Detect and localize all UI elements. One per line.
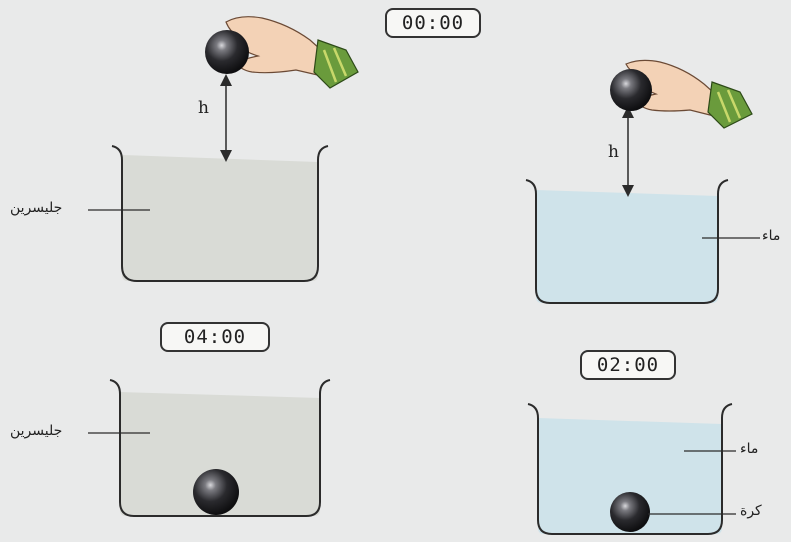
glycerin-label: جليسرين: [10, 200, 62, 216]
water-liquid: [536, 190, 718, 303]
ball-icon: [205, 30, 249, 74]
water-label: ماء: [762, 228, 780, 244]
timer-display: 04:00: [160, 322, 270, 352]
height-label: h: [198, 98, 209, 118]
glycerin-liquid: [122, 155, 318, 281]
water-label: ماء: [740, 441, 758, 457]
timer-display: 02:00: [580, 350, 676, 380]
scene-water-start: [526, 60, 752, 303]
glycerin-label: جليسرين: [10, 423, 62, 439]
ball-icon: [610, 69, 652, 111]
timer-display: 00:00: [385, 8, 481, 38]
height-label: h: [608, 142, 619, 162]
ball-icon: [193, 469, 239, 515]
scene-glycerin-start: [112, 17, 358, 281]
ball-icon: [610, 492, 650, 532]
scene-glycerin-end: [110, 380, 330, 516]
ball-label: كرة: [740, 503, 762, 519]
